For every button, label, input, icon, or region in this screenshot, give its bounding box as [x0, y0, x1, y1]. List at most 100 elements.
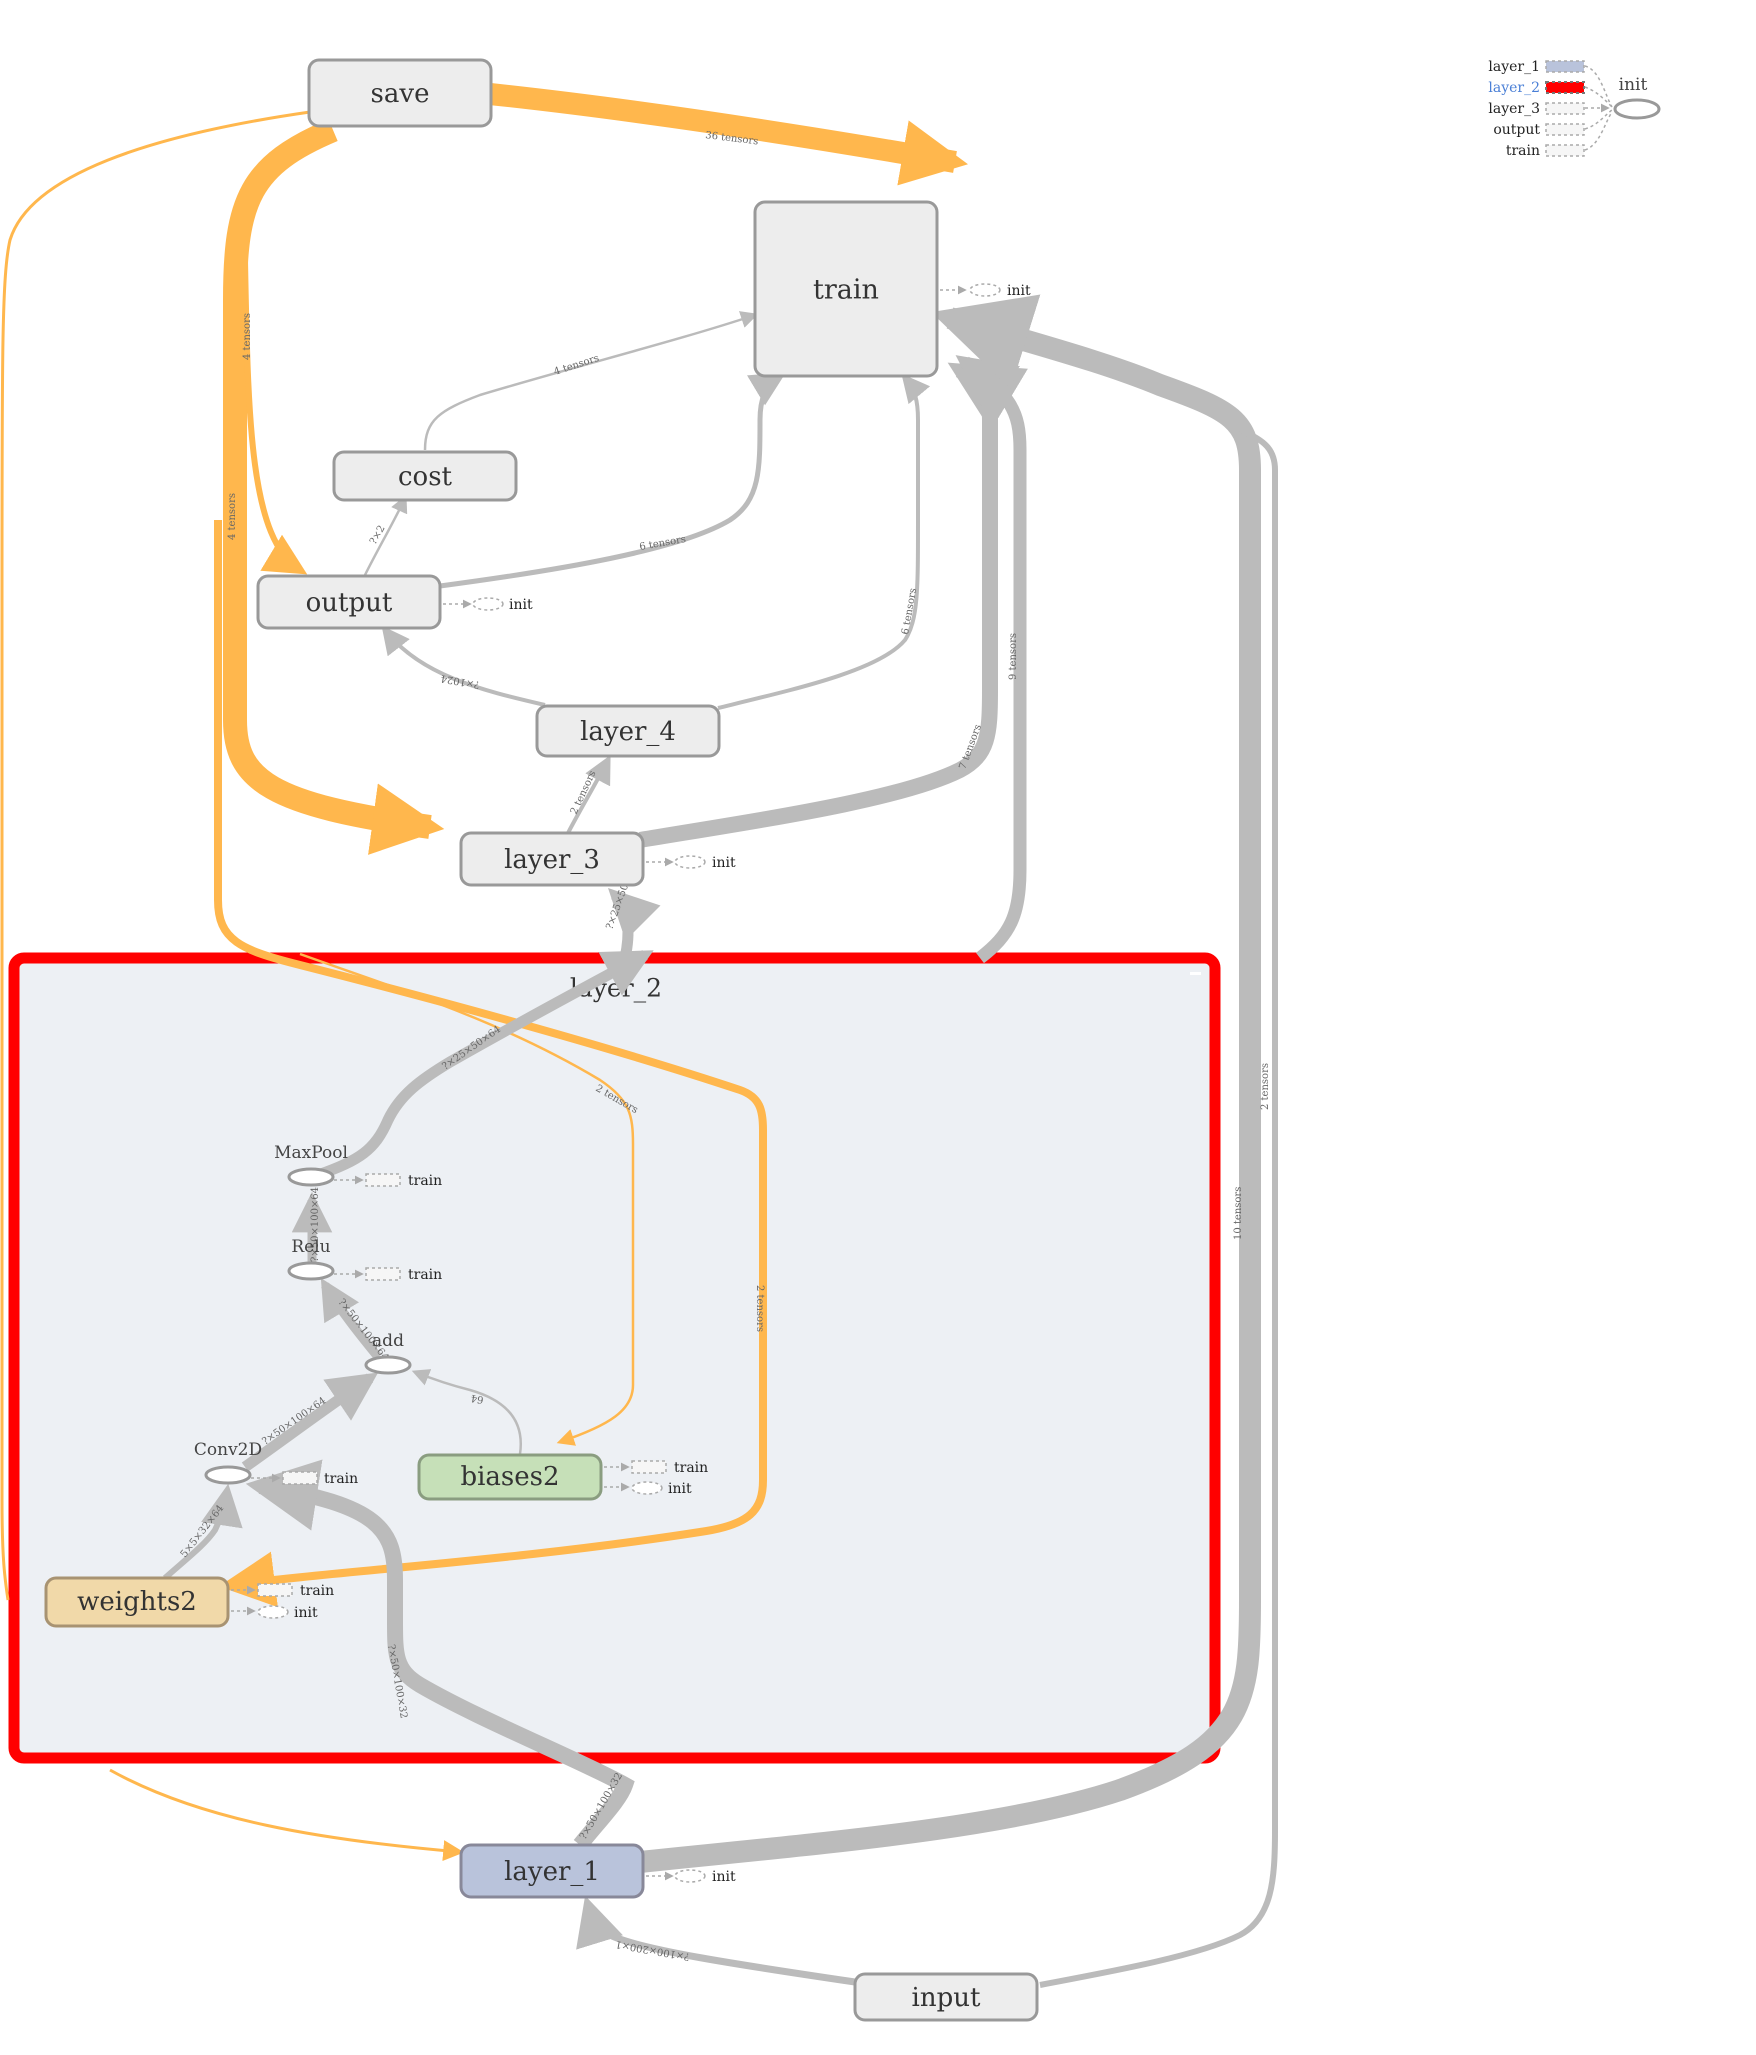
var-weights2-label: weights2	[77, 1587, 197, 1617]
edge-save-layer1	[0, 110, 460, 1852]
edge-save-layer3	[223, 118, 445, 855]
legend-row-layer-2[interactable]: layer_2	[1488, 80, 1613, 108]
legend-row-train[interactable]: train	[1506, 111, 1613, 159]
node-train-label: train	[813, 275, 879, 306]
aux-maxpool-train-label: train	[408, 1173, 442, 1189]
aux-biases2-train-label: train	[674, 1460, 708, 1476]
node-input[interactable]: input	[853, 1972, 1039, 2022]
op-add[interactable]: add	[364, 1331, 412, 1375]
edge-label-layer1-train: 10 tensors	[1233, 1187, 1244, 1240]
node-input-label: input	[912, 1983, 981, 2013]
node-train[interactable]: train	[753, 200, 939, 378]
legend-label-layer-2: layer_2	[1488, 80, 1540, 96]
aux-train-init[interactable]: init	[940, 283, 1031, 299]
edge-layer3-layer4	[566, 755, 611, 834]
aux-weights2-train-label: train	[300, 1583, 334, 1599]
aux-biases2-init-label: init	[668, 1481, 692, 1497]
edge-output-train	[439, 372, 787, 589]
legend-label-layer-3: layer_3	[1488, 101, 1540, 117]
aux-biases2-train[interactable]: train	[604, 1460, 708, 1476]
edge-input-layer1	[576, 1895, 856, 1986]
var-weights2[interactable]: weights2	[44, 1576, 230, 1628]
edge-layer1-train	[638, 294, 1261, 1873]
node-cost[interactable]: cost	[332, 450, 518, 502]
node-save[interactable]: save	[307, 58, 493, 128]
node-layer-3[interactable]: layer_3	[459, 831, 645, 887]
layer-2-scope[interactable]: layer_2	[8, 952, 1221, 1764]
edge-label-input-train: 2 tensors	[1260, 1063, 1271, 1110]
op-maxpool-label: MaxPool	[274, 1143, 348, 1163]
edge-input-train	[1039, 427, 1278, 1988]
edge-label-biases-add: 64	[470, 1392, 484, 1405]
node-layer-1-label: layer_1	[504, 1857, 600, 1887]
legend-label-train: train	[1506, 143, 1540, 159]
op-conv2d-label: Conv2D	[194, 1440, 262, 1460]
edge-save-weights2	[214, 520, 767, 1608]
aux-weights2-init[interactable]: init	[231, 1605, 318, 1621]
aux-biases2-init[interactable]: init	[604, 1481, 692, 1497]
edge-label-save-output: 4 tensors	[242, 313, 253, 360]
edge-biases-add	[411, 1369, 523, 1455]
op-maxpool[interactable]: MaxPool	[274, 1143, 348, 1187]
edge-weights-conv	[162, 1483, 243, 1581]
aux-layer1-init[interactable]: init	[646, 1869, 736, 1885]
init-legend-title: init	[1619, 75, 1648, 95]
edge-label-save-layer3: 4 tensors	[227, 493, 238, 540]
edge-label-save-weights: 2 tensors	[754, 1285, 765, 1332]
edge-save-train	[488, 83, 969, 186]
aux-weights2-train[interactable]: train	[231, 1583, 334, 1599]
aux-train-init-label: init	[1007, 283, 1031, 299]
edge-layer4-output	[381, 625, 546, 707]
edge-layer2-train	[955, 355, 1027, 964]
legend-label-output: output	[1493, 122, 1540, 138]
op-add-label: add	[372, 1331, 404, 1351]
aux-maxpool-train[interactable]: train	[334, 1173, 442, 1189]
edge-save-biases2	[299, 952, 635, 1446]
edge-save-output	[242, 259, 308, 575]
aux-output-init[interactable]: init	[443, 597, 533, 613]
legend-row-output[interactable]: output	[1493, 109, 1613, 138]
init-legend-ellipse	[1613, 98, 1661, 120]
edge-maxpool-out	[316, 950, 654, 1181]
legend-label-layer-1: layer_1	[1488, 59, 1540, 75]
aux-layer3-init-label: init	[712, 855, 736, 871]
node-layer-3-label: layer_3	[504, 845, 600, 875]
node-output[interactable]: output	[256, 574, 442, 630]
edge-layer1-conv	[245, 1459, 635, 1850]
edge-label-relu-maxpool: ?×50×100×64	[310, 1187, 321, 1262]
edges	[0, 83, 1278, 1988]
edge-conv-add	[241, 1372, 379, 1472]
node-layer-4[interactable]: layer_4	[535, 704, 721, 758]
edge-layer4-train	[717, 373, 931, 710]
scope-collapse-icon[interactable]	[1190, 972, 1201, 975]
aux-relu-train-label: train	[408, 1267, 442, 1283]
node-cost-label: cost	[398, 462, 453, 492]
edge-label-output-train: 6 tensors	[639, 534, 687, 553]
edge-label-layer4-output: ?×1024	[440, 672, 481, 690]
op-relu[interactable]: Relu	[287, 1237, 335, 1281]
node-layer-4-label: layer_4	[580, 717, 676, 747]
var-biases2[interactable]: biases2	[417, 1453, 603, 1501]
aux-output-init-label: init	[509, 597, 533, 613]
edge-cost-train	[423, 311, 759, 451]
aux-conv2d-train[interactable]: train	[251, 1471, 358, 1487]
edge-output-cost	[363, 494, 408, 576]
node-save-label: save	[371, 79, 430, 109]
aux-relu-train[interactable]: train	[334, 1267, 442, 1283]
aux-layer3-init[interactable]: init	[646, 855, 736, 871]
node-output-label: output	[306, 588, 393, 618]
legend-row-layer-1[interactable]: layer_1	[1488, 59, 1613, 108]
var-biases2-label: biases2	[460, 1462, 559, 1492]
edge-add-relu	[320, 1278, 382, 1360]
aux-conv2d-train-label: train	[324, 1471, 358, 1487]
aux-layer1-init-label: init	[712, 1869, 736, 1885]
legend-row-layer-3[interactable]: layer_3	[1488, 101, 1610, 117]
op-conv2d[interactable]: Conv2D	[194, 1440, 262, 1485]
op-relu-label: Relu	[291, 1237, 330, 1257]
edge-layer3-train	[638, 362, 1028, 848]
edge-label-cost-train: 4 tensors	[553, 353, 601, 378]
edge-label-input-layer1: ?×100×200×1	[615, 1938, 691, 1962]
init-legend[interactable]: init layer_1 layer_2 layer_3 output trai…	[1488, 59, 1661, 159]
node-layer-1[interactable]: layer_1	[459, 1843, 645, 1899]
